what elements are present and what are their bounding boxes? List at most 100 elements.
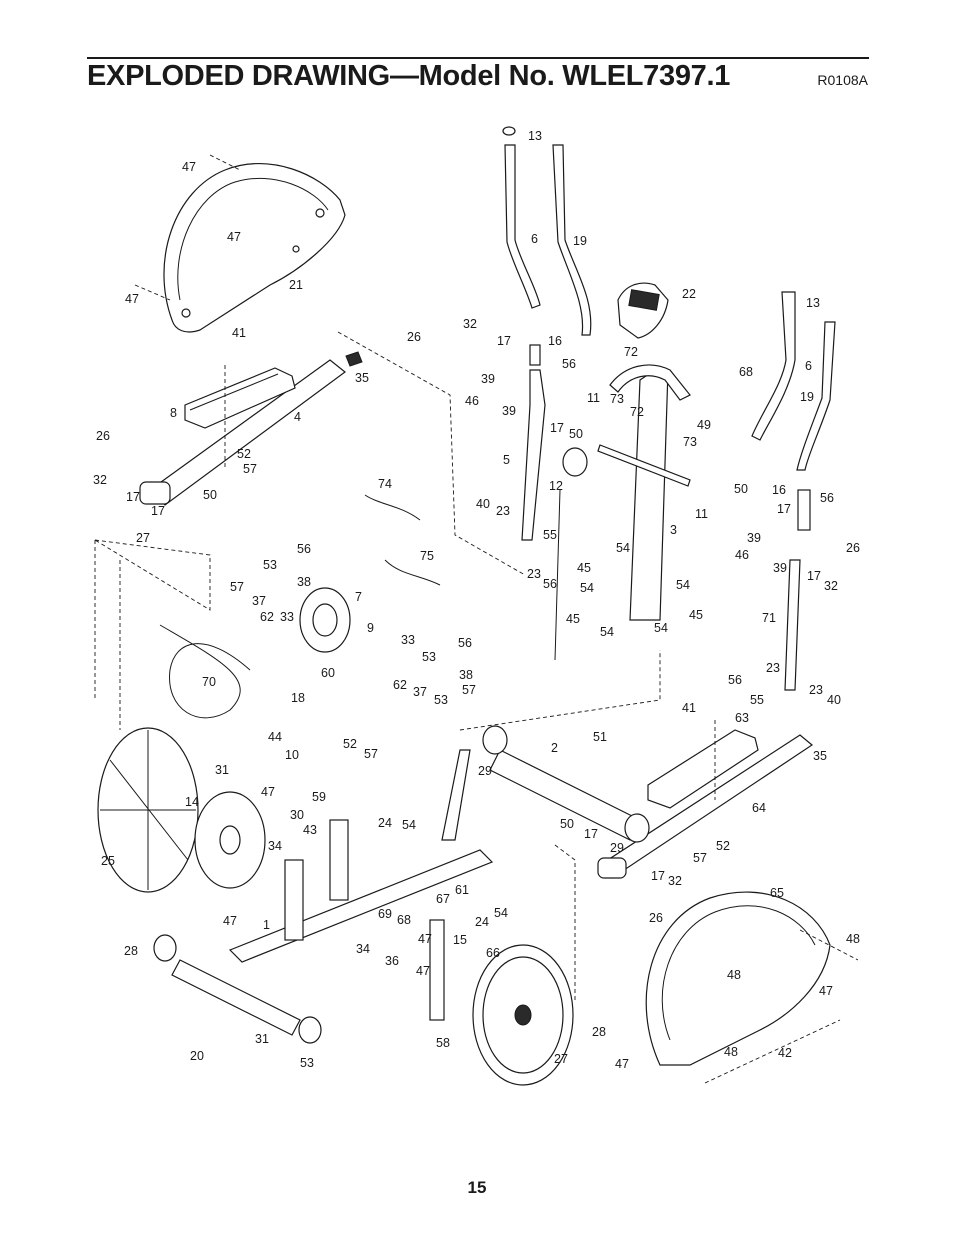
part-callout: 54 bbox=[580, 581, 594, 595]
part-callout: 45 bbox=[566, 612, 580, 626]
part-callout: 33 bbox=[401, 633, 415, 647]
part-callout: 26 bbox=[649, 911, 663, 925]
part-callout: 39 bbox=[773, 561, 787, 575]
part-callout: 54 bbox=[494, 906, 508, 920]
part-callout: 28 bbox=[592, 1025, 606, 1039]
part-callout: 10 bbox=[285, 748, 299, 762]
part-callout: 21 bbox=[289, 278, 303, 292]
part-callout: 54 bbox=[402, 818, 416, 832]
part-callout: 27 bbox=[136, 531, 150, 545]
part-callout: 48 bbox=[724, 1045, 738, 1059]
part-callout: 25 bbox=[101, 854, 115, 868]
part-callout: 53 bbox=[422, 650, 436, 664]
part-callout: 16 bbox=[772, 483, 786, 497]
part-callout: 56 bbox=[562, 357, 576, 371]
part-callout: 65 bbox=[770, 886, 784, 900]
part-callout: 6 bbox=[531, 232, 538, 246]
part-callout: 62 bbox=[393, 678, 407, 692]
part-callout: 35 bbox=[355, 371, 369, 385]
part-callout: 1 bbox=[263, 918, 270, 932]
part-callout: 16 bbox=[548, 334, 562, 348]
part-callout: 69 bbox=[378, 907, 392, 921]
part-callout: 31 bbox=[215, 763, 229, 777]
part-callout: 55 bbox=[543, 528, 557, 542]
part-callout: 46 bbox=[465, 394, 479, 408]
part-callout: 34 bbox=[356, 942, 370, 956]
part-callout: 48 bbox=[727, 968, 741, 982]
part-callout: 47 bbox=[261, 785, 275, 799]
part-callout: 50 bbox=[569, 427, 583, 441]
part-callout: 30 bbox=[290, 808, 304, 822]
part-callout: 26 bbox=[407, 330, 421, 344]
part-callout: 45 bbox=[577, 561, 591, 575]
part-callout: 45 bbox=[689, 608, 703, 622]
part-callout: 74 bbox=[378, 477, 392, 491]
part-callout: 20 bbox=[190, 1049, 204, 1063]
part-callout: 52 bbox=[343, 737, 357, 751]
part-callout: 43 bbox=[303, 823, 317, 837]
part-callout: 28 bbox=[124, 944, 138, 958]
part-callout: 48 bbox=[846, 932, 860, 946]
part-callout: 39 bbox=[747, 531, 761, 545]
part-callout: 52 bbox=[237, 447, 251, 461]
part-callout: 17 bbox=[151, 504, 165, 518]
part-callout: 34 bbox=[268, 839, 282, 853]
part-callout: 32 bbox=[463, 317, 477, 331]
part-callout: 47 bbox=[223, 914, 237, 928]
part-callout: 70 bbox=[202, 675, 216, 689]
part-callout: 13 bbox=[528, 129, 542, 143]
part-callout: 17 bbox=[497, 334, 511, 348]
right-shroud bbox=[645, 891, 831, 1066]
part-callout: 7 bbox=[355, 590, 362, 604]
part-callout: 54 bbox=[676, 578, 690, 592]
part-callout: 33 bbox=[280, 610, 294, 624]
part-callout: 15 bbox=[453, 933, 467, 947]
part-callout: 17 bbox=[584, 827, 598, 841]
part-callout: 17 bbox=[777, 502, 791, 516]
part-callout: 56 bbox=[297, 542, 311, 556]
part-callout: 24 bbox=[378, 816, 392, 830]
part-callout: 47 bbox=[418, 932, 432, 946]
part-callout: 75 bbox=[420, 549, 434, 563]
part-callout: 29 bbox=[478, 764, 492, 778]
part-callout: 41 bbox=[682, 701, 696, 715]
page-number: 15 bbox=[467, 1178, 487, 1197]
part-callout: 27 bbox=[554, 1052, 568, 1066]
part-callout: 56 bbox=[458, 636, 472, 650]
part-callout: 64 bbox=[752, 801, 766, 815]
part-callout: 68 bbox=[397, 913, 411, 927]
part-callout: 18 bbox=[291, 691, 305, 705]
part-callout: 56 bbox=[728, 673, 742, 687]
part-callout: 19 bbox=[573, 234, 587, 248]
part-callout: 13 bbox=[806, 296, 820, 310]
part-callout: 39 bbox=[502, 404, 516, 418]
part-callout: 55 bbox=[750, 693, 764, 707]
part-callout: 73 bbox=[683, 435, 697, 449]
part-callout: 32 bbox=[668, 874, 682, 888]
part-callout: 5 bbox=[503, 453, 510, 467]
part-callout: 73 bbox=[610, 392, 624, 406]
part-callout: 38 bbox=[297, 575, 311, 589]
part-callout: 8 bbox=[170, 406, 177, 420]
part-callout: 35 bbox=[813, 749, 827, 763]
left-shroud bbox=[163, 162, 346, 333]
left-pedal-arm bbox=[139, 351, 363, 506]
part-callout: 60 bbox=[321, 666, 335, 680]
part-callout: 54 bbox=[654, 621, 668, 635]
part-callout: 24 bbox=[475, 915, 489, 929]
part-callout: 59 bbox=[312, 790, 326, 804]
part-callout: 44 bbox=[268, 730, 282, 744]
part-callout: 37 bbox=[252, 594, 266, 608]
part-callout: 26 bbox=[96, 429, 110, 443]
part-callout: 9 bbox=[367, 621, 374, 635]
part-callout: 67 bbox=[436, 892, 450, 906]
part-callout: 54 bbox=[616, 541, 630, 555]
part-callout: 29 bbox=[610, 841, 624, 855]
part-callout: 23 bbox=[527, 567, 541, 581]
part-callout: 47 bbox=[125, 292, 139, 306]
main-frame bbox=[153, 725, 650, 1044]
page-title: EXPLODED DRAWING—Model No. WLEL7397.1 bbox=[87, 60, 731, 92]
part-callout: 61 bbox=[455, 883, 469, 897]
part-callout: 53 bbox=[434, 693, 448, 707]
